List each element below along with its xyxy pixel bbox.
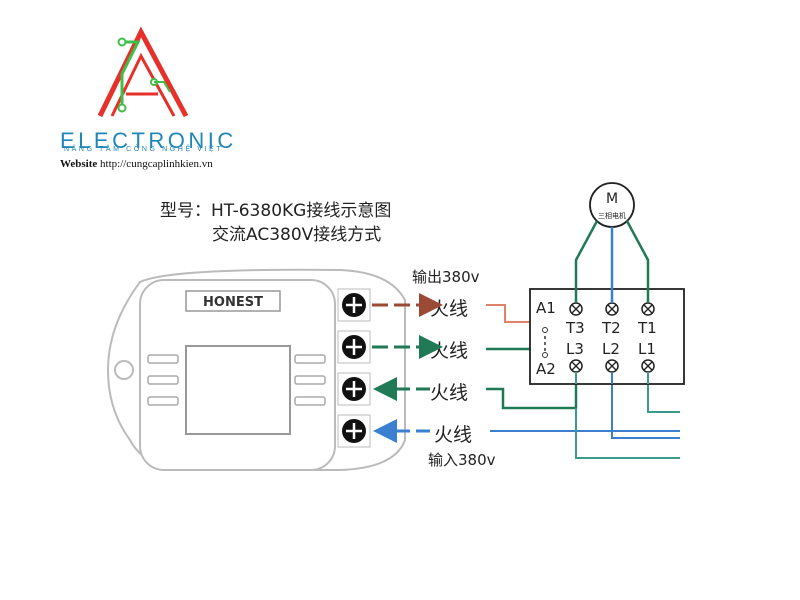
screw-terminal-3-icon	[337, 372, 371, 406]
device-terminals	[337, 288, 371, 448]
coil-a1: A1	[536, 299, 556, 317]
label-t1: T1	[637, 319, 657, 337]
screw-terminal-1-icon	[337, 288, 371, 322]
label-t2: T2	[601, 319, 621, 337]
terminal-t2	[605, 302, 619, 316]
supply-lines	[575, 372, 680, 459]
screw-terminal-2-icon	[337, 330, 371, 364]
wire-label-2: 火线	[430, 340, 468, 362]
lcd-display	[185, 345, 291, 435]
wire-input-1	[373, 377, 578, 410]
screw-terminal-4-icon	[337, 414, 371, 448]
input-label: 输入380v	[428, 451, 496, 469]
website-label: Website	[60, 158, 98, 170]
terminal-t3	[569, 302, 583, 316]
website-url[interactable]: http://cungcaplinhkien.vn	[100, 158, 213, 170]
diagram-subtitle: 交流AC380V接线方式	[212, 225, 382, 245]
label-l1: L1	[638, 340, 656, 358]
contactor: A1 A2 T3 T2 T1 L3 L2 L1	[529, 288, 685, 385]
device-brand: HONEST	[203, 295, 263, 310]
motor-caption: 三相电机	[598, 211, 626, 220]
motor: M 三相电机	[574, 182, 650, 303]
website-line: Website http://cungcaplinhkien.vn	[60, 158, 213, 170]
brand-name: ELECTRONIC	[60, 128, 237, 153]
terminal-l2	[605, 359, 619, 373]
terminal-l1	[641, 359, 655, 373]
wire-label-3: 火线	[430, 382, 468, 404]
motor-symbol: M	[606, 191, 618, 207]
timer-device: HONEST	[106, 268, 406, 471]
output-label: 输出380v	[412, 268, 480, 286]
brand-tagline: NÂNG TẦM CÔNG NGHỆ VIỆT	[64, 146, 224, 153]
terminal-l3	[569, 359, 583, 373]
brand-plate	[185, 290, 281, 312]
terminal-t1	[641, 302, 655, 316]
right-buttons	[294, 354, 326, 406]
wire-label-4: 火线	[434, 424, 472, 446]
coil-a2: A2	[536, 360, 556, 378]
label-l2: L2	[602, 340, 620, 358]
diagram-title: 型号：HT-6380KG接线示意图	[160, 201, 392, 221]
logo-a-icon	[97, 26, 189, 118]
left-buttons	[147, 354, 179, 406]
label-l3: L3	[566, 340, 584, 358]
label-t3: T3	[565, 319, 585, 337]
wire-label-1: 火线	[430, 298, 468, 320]
mount-hole	[114, 360, 134, 380]
